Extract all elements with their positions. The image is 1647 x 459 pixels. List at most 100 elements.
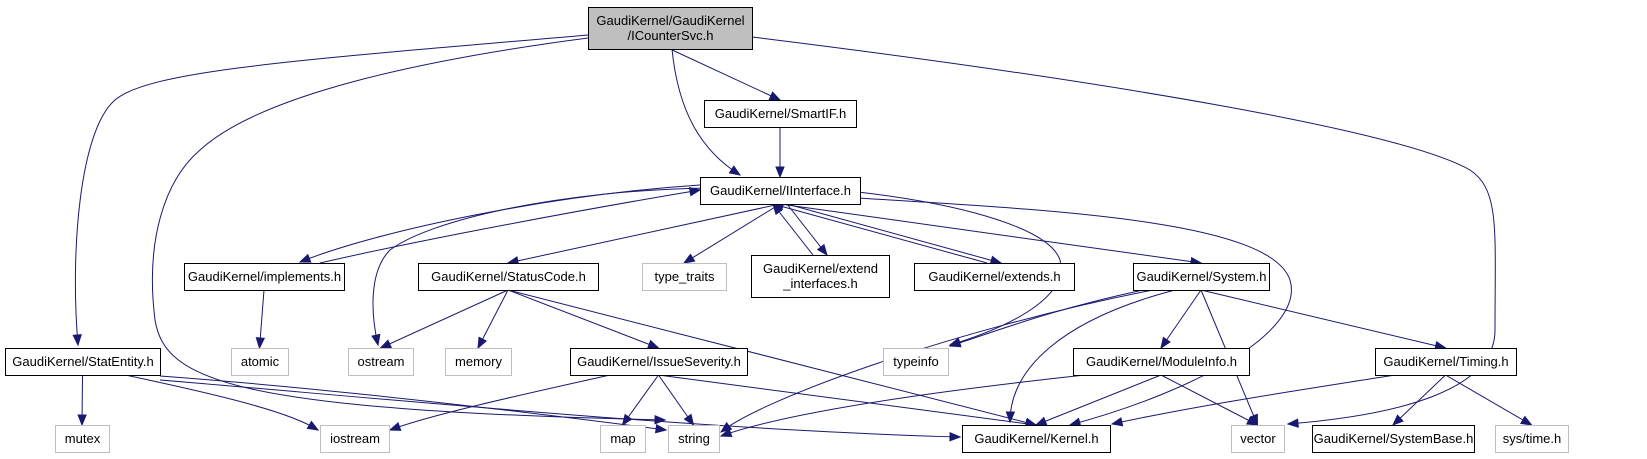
node-box xyxy=(55,425,110,453)
node-label: atomic xyxy=(241,354,280,369)
edge-line xyxy=(159,375,667,431)
node-label: GaudiKernel/GaudiKernel xyxy=(596,13,744,28)
arrowhead-icon xyxy=(728,165,742,176)
arrowhead-icon xyxy=(948,338,962,348)
node-icountersvc[interactable]: GaudiKernel/GaudiKernel/ICounterSvc.h xyxy=(588,7,753,50)
edge-line xyxy=(720,374,1086,437)
arrowhead-icon xyxy=(682,253,696,264)
node-statentity[interactable]: GaudiKernel/StatEntity.h xyxy=(5,348,161,376)
node-box xyxy=(348,348,414,376)
node-vector: vector xyxy=(1231,425,1285,453)
node-label: GaudiKernel/SystemBase.h xyxy=(1314,431,1474,446)
node-smartif[interactable]: GaudiKernel/SmartIF.h xyxy=(704,100,857,128)
arrowhead-icon xyxy=(477,336,488,350)
edge-system-to-typeinfo xyxy=(948,289,1144,348)
edge-issueseverity-to-string xyxy=(658,374,695,427)
node-box xyxy=(704,100,857,128)
edge-line xyxy=(507,289,659,349)
edge-line xyxy=(159,379,961,438)
edge-iinterface-to-extend_interfaces xyxy=(786,203,828,257)
edge-iinterface-to-type_traits xyxy=(682,203,781,264)
node-typeinfo: typeinfo xyxy=(883,348,949,376)
edge-icountersvc-to-iinterface xyxy=(671,48,742,176)
edge-system-to-kernel xyxy=(1005,289,1176,424)
edge-line xyxy=(772,203,814,256)
edge-line xyxy=(507,203,781,264)
node-systembase[interactable]: GaudiKernel/SystemBase.h xyxy=(1312,425,1475,453)
node-box xyxy=(231,348,289,376)
node-moduleinfo[interactable]: GaudiKernel/ModuleInfo.h xyxy=(1073,348,1250,376)
node-box xyxy=(588,7,753,50)
node-timing[interactable]: GaudiKernel/Timing.h xyxy=(1375,348,1517,376)
edge-line xyxy=(389,374,611,431)
edge-iinterface-to-implements xyxy=(298,184,701,263)
edge-line xyxy=(1160,289,1202,349)
arrowhead-icon xyxy=(371,333,381,347)
node-iostream: iostream xyxy=(320,425,390,453)
node-iinterface[interactable]: GaudiKernel/IInterface.h xyxy=(700,177,861,205)
edge-statentity-to-iostream xyxy=(124,374,320,431)
node-label: typeinfo xyxy=(893,354,939,369)
edge-line xyxy=(74,34,589,346)
edge-line xyxy=(658,374,1037,426)
node-kernel[interactable]: GaudiKernel/Kernel.h xyxy=(962,425,1111,453)
node-box xyxy=(962,425,1111,453)
edge-system-to-timing xyxy=(1200,289,1447,351)
node-issueseverity[interactable]: GaudiKernel/IssueSeverity.h xyxy=(570,348,748,376)
node-label: GaudiKernel/Timing.h xyxy=(1383,354,1508,369)
node-box xyxy=(1073,348,1250,376)
node-label: GaudiKernel/SmartIF.h xyxy=(715,106,847,121)
edge-iinterface-to-kernel xyxy=(857,197,1292,427)
node-implements[interactable]: GaudiKernel/implements.h xyxy=(184,263,345,291)
arrowhead-icon xyxy=(621,413,633,427)
edge-line xyxy=(507,289,1037,426)
arrowhead-icon xyxy=(1160,336,1171,350)
edge-statentity-to-mutex xyxy=(77,374,87,427)
edge-issueseverity-to-iostream xyxy=(388,374,611,431)
edge-iinterface-to-ostream xyxy=(371,187,711,347)
edge-line xyxy=(299,184,701,263)
edge-line xyxy=(779,203,1202,264)
node-box xyxy=(914,263,1075,291)
edge-icountersvc-to-vector xyxy=(751,36,1496,428)
node-box xyxy=(1312,425,1475,453)
edge-moduleinfo-to-vector xyxy=(1160,374,1259,426)
node-box xyxy=(1375,348,1517,376)
node-map: map xyxy=(600,425,646,453)
edge-statuscode-to-ostream xyxy=(379,289,509,349)
node-label: mutex xyxy=(65,431,101,446)
node-label: /ICounterSvc.h xyxy=(628,28,714,43)
edge-line xyxy=(124,374,319,431)
node-string: string xyxy=(668,425,720,453)
edge-iinterface-to-statuscode xyxy=(506,203,781,266)
arrowhead-icon xyxy=(1520,415,1533,426)
edge-statentity-to-kernel xyxy=(159,379,962,442)
node-label: GaudiKernel/implements.h xyxy=(188,269,341,284)
edge-line xyxy=(1160,374,1258,426)
node-box xyxy=(600,425,646,453)
arrowhead-icon xyxy=(255,337,266,350)
edge-extends-to-iinterface xyxy=(771,202,988,264)
arrowhead-icon xyxy=(388,421,402,431)
edge-smartif-to-iinterface xyxy=(775,127,785,179)
node-label: type_traits xyxy=(655,269,715,284)
node-extends[interactable]: GaudiKernel/extends.h xyxy=(914,263,1075,291)
node-statuscode[interactable]: GaudiKernel/StatusCode.h xyxy=(418,263,599,291)
node-box xyxy=(1495,425,1569,453)
edge-timing-to-systime xyxy=(1445,374,1533,426)
node-box xyxy=(883,348,949,376)
node-ostream: ostream xyxy=(348,348,414,376)
edge-implements-to-atomic xyxy=(255,289,266,350)
arrowhead-icon xyxy=(1110,417,1124,427)
edge-issueseverity-to-kernel xyxy=(658,374,1038,429)
node-box xyxy=(668,425,720,453)
node-box xyxy=(1231,425,1285,453)
node-extend_interfaces[interactable]: GaudiKernel/extend_interfaces.h xyxy=(751,255,890,298)
arrowhead-icon xyxy=(816,243,828,257)
node-system[interactable]: GaudiKernel/System.h xyxy=(1133,263,1270,291)
edge-implements-to-iinterface xyxy=(319,187,702,264)
node-label: _interfaces.h xyxy=(782,276,857,291)
arrowhead-icon xyxy=(1034,416,1048,426)
node-box xyxy=(642,263,727,291)
